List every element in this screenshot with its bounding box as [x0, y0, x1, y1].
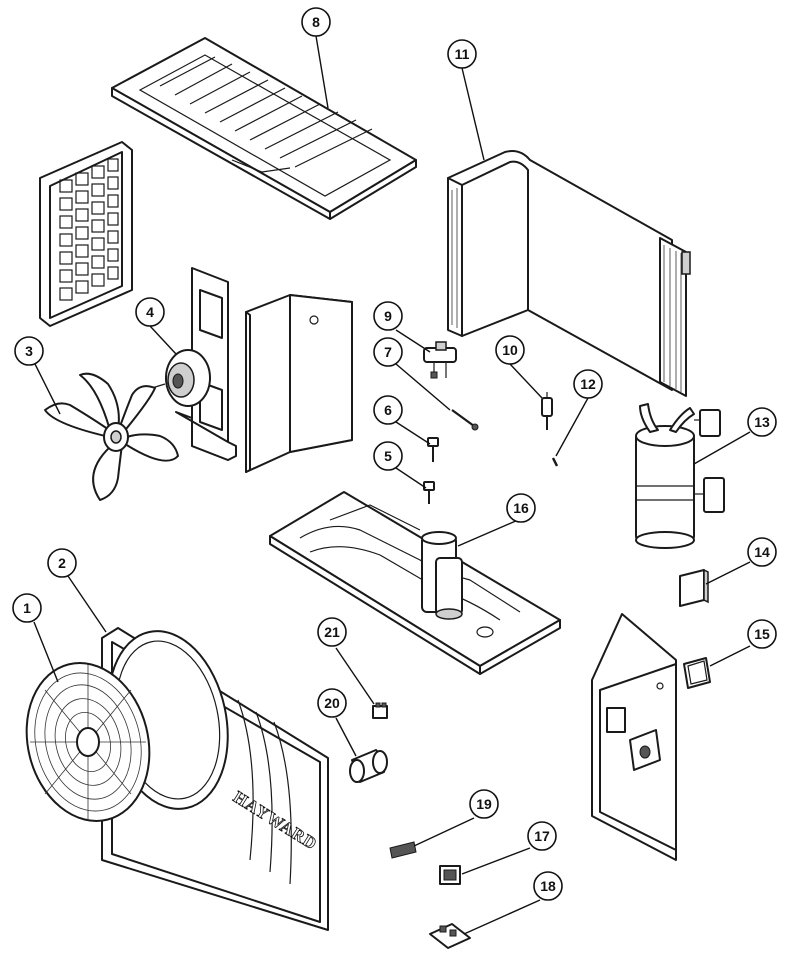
part-top-panel	[111, 37, 417, 220]
part-valve-5	[423, 481, 435, 504]
callout-12-label: 12	[580, 376, 596, 392]
part-relay-21	[372, 702, 388, 719]
callout-6-label: 6	[384, 402, 392, 418]
callout-21: 21	[317, 617, 347, 647]
callout-1-label: 1	[23, 600, 31, 616]
part-4way-valve	[423, 341, 457, 379]
callout-2: 2	[47, 548, 77, 578]
callout-3-label: 3	[25, 343, 33, 359]
callout-8: 8	[301, 7, 331, 37]
callout-20-label: 20	[324, 695, 340, 711]
callout-13-label: 13	[754, 414, 770, 430]
callout-7-label: 7	[384, 344, 392, 360]
part-valve-10	[541, 392, 553, 430]
callout-19: 19	[469, 789, 499, 819]
part-valve-6	[427, 437, 439, 462]
part-front-panel: HAYWARD	[101, 627, 329, 931]
callout-4: 4	[135, 297, 165, 327]
callout-9: 9	[373, 301, 403, 331]
part-terminal-block-19	[389, 841, 417, 859]
callout-4-label: 4	[146, 304, 154, 320]
part-service-panel	[591, 613, 677, 861]
part-control-board-18	[429, 923, 471, 949]
part-contactor-17	[439, 865, 461, 885]
callout-10: 10	[495, 335, 525, 365]
part-rear-grille	[39, 141, 133, 327]
callout-15: 15	[747, 619, 777, 649]
callout-17: 17	[527, 821, 557, 851]
callout-19-label: 19	[476, 796, 492, 812]
callout-5-label: 5	[384, 448, 392, 464]
callout-2-label: 2	[58, 555, 66, 571]
callout-13: 13	[747, 407, 777, 437]
callout-20: 20	[317, 688, 347, 718]
callout-11-label: 11	[455, 46, 470, 62]
part-compressor-large	[635, 403, 725, 549]
callout-1: 1	[12, 593, 42, 623]
part-divider-panel	[245, 294, 353, 473]
callout-5: 5	[373, 441, 403, 471]
part-fan-motor-bracket	[151, 267, 237, 461]
callout-14-label: 14	[754, 544, 770, 560]
callout-18-label: 18	[540, 878, 556, 894]
callout-8-label: 8	[312, 14, 320, 30]
part-base-tray	[269, 491, 561, 675]
callout-9-label: 9	[384, 308, 392, 324]
part-cover-plate	[679, 568, 709, 607]
part-fan-blade	[44, 372, 179, 501]
callout-12: 12	[573, 369, 603, 399]
callout-3: 3	[14, 336, 44, 366]
leader-lines	[33, 35, 751, 935]
callout-16: 16	[506, 493, 536, 523]
callout-14: 14	[747, 537, 777, 567]
part-evaporator-coil	[447, 150, 691, 397]
part-fan-guard	[25, 662, 151, 822]
callout-17-label: 17	[534, 828, 550, 844]
callout-6: 6	[373, 395, 403, 425]
callout-21-label: 21	[324, 624, 340, 640]
callout-7: 7	[373, 337, 403, 367]
part-gasket	[683, 657, 711, 689]
part-expansion-tube	[451, 409, 479, 431]
callout-15-label: 15	[754, 626, 770, 642]
callout-10-label: 10	[502, 342, 518, 358]
callout-11: 11	[447, 39, 477, 69]
part-capacitor-20	[349, 749, 388, 783]
part-pin-12	[551, 457, 559, 467]
callout-18: 18	[533, 871, 563, 901]
callout-16-label: 16	[513, 500, 529, 516]
